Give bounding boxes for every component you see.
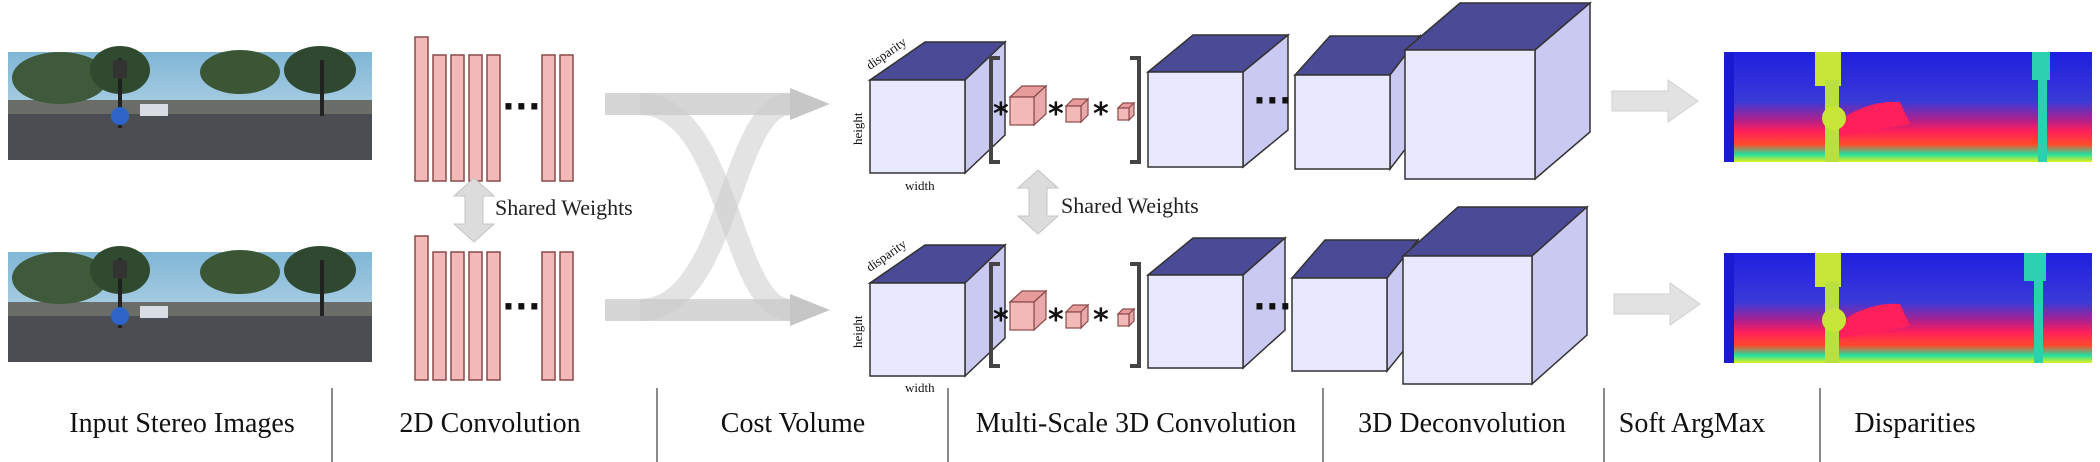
disparity-map-top	[1724, 52, 2092, 162]
kernel-cube-bottom-medium	[1064, 303, 1090, 330]
bracket-right-bottom	[1130, 262, 1141, 368]
stage-label-disparities: Disparities	[1854, 408, 1976, 439]
stage-divider-2	[656, 388, 658, 462]
axis-label-width-top: width	[905, 178, 935, 193]
shared-weights-arrow-3d	[1016, 169, 1060, 235]
conv2d-stack-bottom	[414, 235, 574, 381]
stage-divider-1	[331, 388, 333, 462]
soft-argmax-arrow-bottom	[1613, 282, 1701, 326]
kernel-cube-top-large	[1008, 84, 1048, 127]
kernel-cube-bottom-small	[1116, 307, 1136, 328]
conv-operator-bottom-1: *	[993, 303, 1009, 338]
conv3d-top-ellipsis: ···	[1253, 81, 1292, 121]
stage-label-conv2d: 2D Convolution	[399, 408, 581, 439]
input-image-left	[8, 46, 372, 160]
bracket-left-bottom	[989, 262, 1000, 368]
soft-argmax-arrow-top	[1611, 79, 1699, 123]
disparity-map-bottom	[1724, 253, 2092, 363]
conv3d-volume-bottom-1	[1145, 236, 1287, 370]
stage-divider-6	[1819, 388, 1821, 462]
stage-divider-5	[1603, 388, 1605, 462]
stage-label-conv3d: Multi-Scale 3D Convolution	[975, 408, 1297, 439]
axis-label-width-bottom: width	[905, 380, 935, 395]
conv3d-bottom-ellipsis: ···	[1253, 287, 1292, 327]
stage-label-input: Input Stereo Images	[69, 408, 295, 439]
stage-divider-3	[947, 388, 949, 462]
kernel-cube-top-small	[1116, 101, 1136, 122]
axis-label-height-top: height	[850, 112, 865, 145]
conv-operator-top-3: *	[1093, 97, 1109, 132]
stage-label-cost-volume: Cost Volume	[720, 408, 866, 439]
stage-label-soft-argmax: Soft ArgMax	[1618, 408, 1766, 439]
kernel-cube-top-medium	[1064, 97, 1090, 124]
conv-operator-top-2: *	[1048, 97, 1064, 132]
conv3d-volume-bottom-2	[1290, 237, 1420, 374]
conv-operator-bottom-3: *	[1093, 303, 1109, 338]
cost-volume-cube-bottom	[867, 243, 1007, 378]
kernel-cube-bottom-large	[1008, 289, 1048, 332]
conv2d-bottom-ellipsis: ···	[502, 287, 541, 327]
conv-operator-top-1: *	[993, 97, 1009, 132]
stage-label-deconv: 3D Deconvolution	[1358, 408, 1566, 439]
conv3d-volume-top-1	[1145, 33, 1291, 169]
conv2d-top-ellipsis: ···	[502, 87, 541, 127]
bracket-left-top	[989, 56, 1000, 164]
stage-divider-4	[1322, 388, 1324, 462]
conv3d-volume-top-2	[1293, 33, 1422, 172]
conv2d-stack-top	[414, 36, 574, 182]
bracket-right-top	[1130, 56, 1141, 164]
axis-label-height-bottom: height	[850, 315, 865, 348]
shared-weights-arrow-2d	[452, 177, 496, 243]
cost-volume-arrows	[605, 93, 792, 321]
shared-weights-label-3d: Shared Weights	[1061, 193, 1199, 218]
conv-operator-bottom-2: *	[1048, 303, 1064, 338]
cost-volume-cube-top	[867, 40, 1007, 175]
deconv-volume-top	[1402, 1, 1593, 181]
cost-volume-arrowheads	[790, 88, 830, 326]
input-image-right	[8, 246, 372, 362]
deconv-volume-bottom	[1401, 205, 1589, 386]
shared-weights-label-2d: Shared Weights	[495, 195, 633, 220]
